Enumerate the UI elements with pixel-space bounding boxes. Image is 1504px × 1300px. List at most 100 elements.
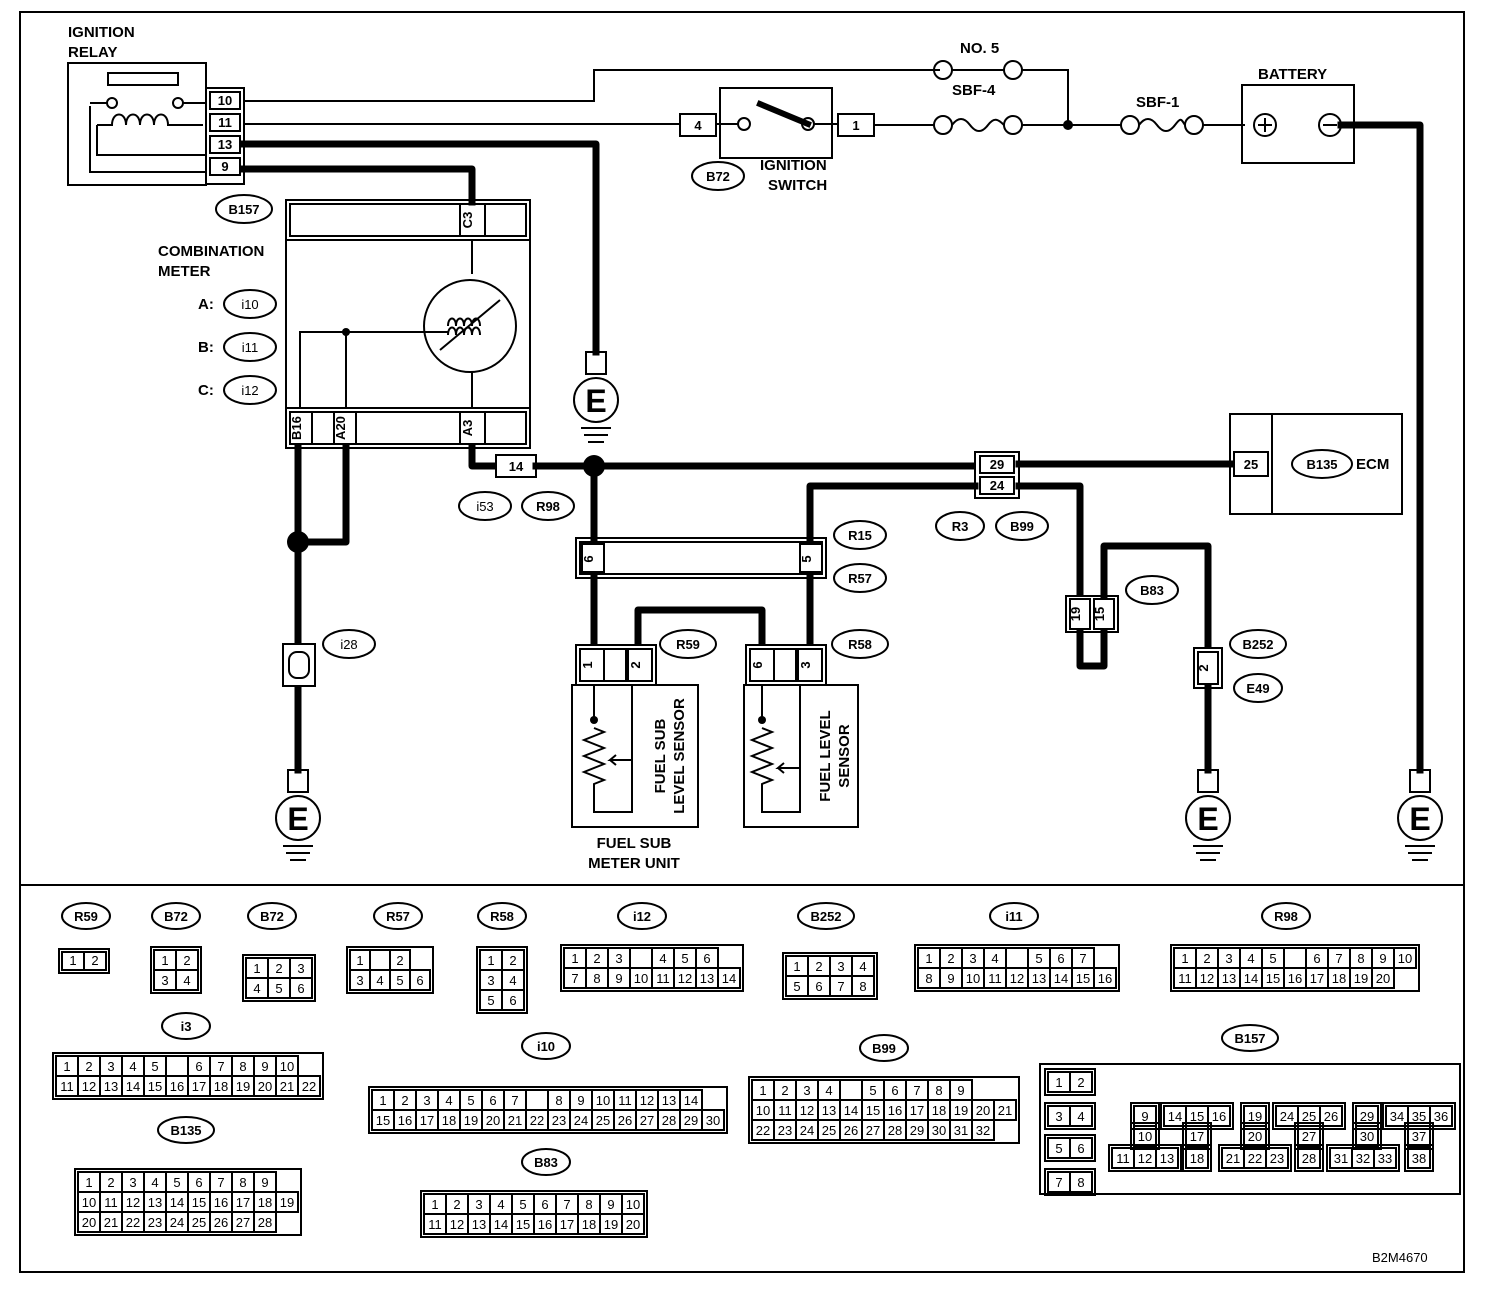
legend-pin: 2 [1203,951,1210,966]
legend-pin: 10 [966,971,980,986]
legend-pin: 34 [1390,1109,1404,1124]
legend-pin: 18 [214,1079,228,1094]
legend-title-r58: R58 [490,909,514,924]
legend-pin: 3 [803,1083,810,1098]
battery-label: BATTERY [1258,66,1327,83]
legend-pin: 8 [593,971,600,986]
combination-meter-label-2: METER [158,263,211,280]
legend-pin: 4 [445,1093,452,1108]
connector-b72-tag: B72 [706,169,730,184]
legend-pin: 7 [837,979,844,994]
legend-pin: 12 [800,1103,814,1118]
legend-pin: 19 [236,1079,250,1094]
legend-pin: 11 [778,1103,792,1118]
legend-pin: 32 [1356,1151,1370,1166]
ecm-label: ECM [1356,456,1389,473]
connector-b83-tag: B83 [1140,583,1164,598]
legend-pin: 27 [236,1215,250,1230]
legend-pin: 19 [280,1195,294,1210]
legend-pin: 4 [1077,1109,1084,1124]
pin-2b: 2 [1196,664,1211,671]
legend-pin: 2 [401,1093,408,1108]
legend-pin: 30 [932,1123,946,1138]
legend-pin: 9 [261,1059,268,1074]
legend-pin: 19 [464,1113,478,1128]
legend-pin: 37 [1412,1129,1426,1144]
legend-pin: 13 [148,1195,162,1210]
legend-pin: 8 [555,1093,562,1108]
pin-6: 6 [581,555,596,562]
legend-pin: 2 [85,1059,92,1074]
relay-pin-13: 13 [218,137,232,152]
legend-pin: 6 [509,993,516,1008]
legend-pin: 4 [183,973,190,988]
legend-pin: 17 [236,1195,250,1210]
ground-4: E [1397,769,1443,861]
legend-title-b72a: B72 [164,909,188,924]
legend-pin: 1 [379,1093,386,1108]
legend-pin: 1 [1055,1075,1062,1090]
legend-pin: 21 [1226,1151,1240,1166]
legend-pin: 6 [541,1197,548,1212]
ignition-relay: IGNITION RELAY 10 11 13 9 [67,24,245,186]
legend-pin: 25 [596,1113,610,1128]
legend-pin: 1 [925,951,932,966]
legend-pin: 11 [104,1195,118,1210]
figure-code: B2M4670 [1372,1250,1428,1265]
relay-pin-11: 11 [218,115,232,130]
legend-pin: 15 [1190,1109,1204,1124]
legend-pin: 8 [1357,951,1364,966]
legend-pin: 18 [932,1103,946,1118]
legend-pin: 3 [297,961,304,976]
fuel-level-label-2: SENSOR [836,724,853,788]
legend-pin: 7 [217,1175,224,1190]
legend-pin: 3 [969,951,976,966]
legend-pin: 1 [69,953,76,968]
legend-pin: 3 [475,1197,482,1212]
legend-pin: 1 [759,1083,766,1098]
ground-1-label: E [287,801,308,837]
legend-pin: 29 [1360,1109,1374,1124]
legend-pin: 9 [577,1093,584,1108]
legend-pin: 15 [1266,971,1280,986]
fuse-sbf1-label: SBF-1 [1136,94,1179,111]
legend-pin: 11 [656,971,670,986]
ground-2: E [573,351,619,443]
legend-pin: 6 [891,1083,898,1098]
connector-b99-tag: B99 [1010,519,1034,534]
legend-pin: 3 [615,951,622,966]
legend-pin: 14 [126,1079,140,1094]
legend-pin: 12 [1200,971,1214,986]
pin-14: 14 [509,459,524,474]
legend-pin: 28 [662,1113,676,1128]
legend-pin: 3 [487,973,494,988]
legend-pin: 2 [91,953,98,968]
legend-pin: 26 [214,1215,228,1230]
pin-25: 25 [1244,457,1258,472]
legend-pin: 30 [706,1113,720,1128]
fuel-sub-meter-label-2: METER UNIT [588,855,680,872]
fuse-no5-label: NO. 5 [960,40,999,57]
legend-pin: 16 [538,1217,552,1232]
legend-pin: 19 [604,1217,618,1232]
legend-pin: 6 [416,973,423,988]
connector-r15-tag: R15 [848,528,872,543]
legend-pin: 5 [467,1093,474,1108]
legend-pin: 5 [396,973,403,988]
legend-pin: 8 [859,979,866,994]
legend-pin: 10 [596,1093,610,1108]
legend-pin: 10 [756,1103,770,1118]
legend-pin: 16 [888,1103,902,1118]
legend-pin: 11 [60,1079,74,1094]
legend-pin: 8 [1077,1175,1084,1190]
legend-title-b99: B99 [872,1041,896,1056]
legend-pin: 4 [129,1059,136,1074]
legend-pin: 5 [1269,951,1276,966]
legend-pin: 19 [954,1103,968,1118]
legend-pin: 7 [1079,951,1086,966]
legend-pin: 28 [1302,1151,1316,1166]
legend-pin: 23 [148,1215,162,1230]
legend-pin: 7 [913,1083,920,1098]
wire-battery-negative [1337,121,1424,774]
legend-title-r59: R59 [74,909,98,924]
